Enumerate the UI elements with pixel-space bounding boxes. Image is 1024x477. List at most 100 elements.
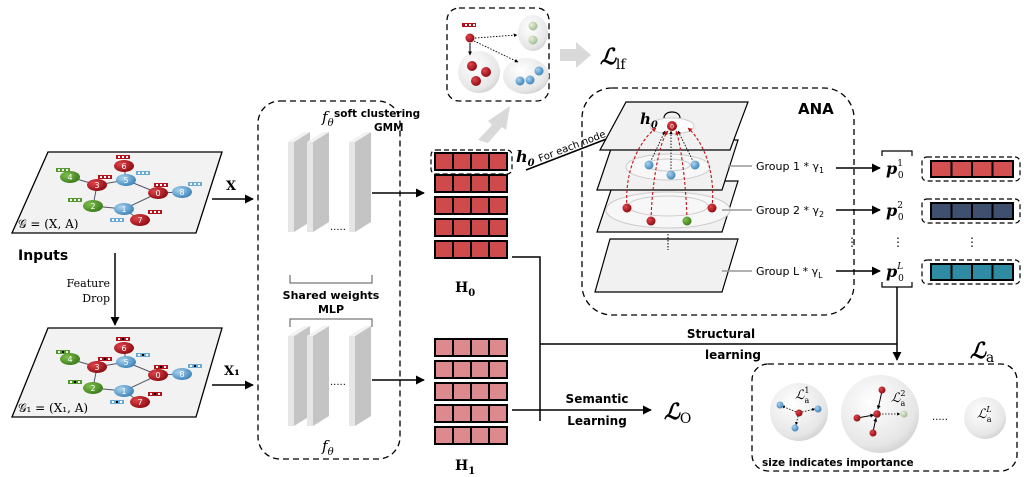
matrix-cell bbox=[436, 176, 452, 191]
matrix-row bbox=[434, 218, 508, 237]
matrix-row bbox=[434, 174, 508, 193]
node-feature-tag bbox=[148, 210, 162, 214]
node-feature-tag bbox=[56, 350, 70, 354]
matrix-cell bbox=[490, 362, 506, 377]
p-vector-cell bbox=[993, 162, 1012, 176]
p-vector-cell bbox=[932, 265, 951, 279]
pvec-vertical-ellipsis: ⋮ bbox=[966, 235, 978, 249]
mlp-layers-top bbox=[288, 132, 371, 232]
group-2-label: Group 2 * γ2 bbox=[756, 204, 824, 219]
importance-ellipsis: ..... bbox=[932, 412, 948, 423]
matrix-cell bbox=[490, 384, 506, 399]
encoder-top-label: fθ bbox=[321, 108, 334, 129]
mlp-layer-slab bbox=[307, 326, 329, 426]
graph-node-id: 4 bbox=[67, 355, 72, 364]
semantic-label-2: Learning bbox=[567, 414, 627, 428]
node-feature-tag bbox=[68, 380, 82, 384]
matrix-row bbox=[434, 360, 508, 379]
matrix-row bbox=[434, 382, 508, 401]
graph-node-id: 7 bbox=[137, 216, 142, 225]
p-vector-2 bbox=[921, 198, 1021, 224]
graph-node: 4 bbox=[60, 171, 80, 183]
p-vector-cell bbox=[932, 162, 951, 176]
matrix-row bbox=[434, 426, 508, 445]
h0-row-label: h0 bbox=[516, 147, 535, 169]
for-each-node-label: For each node bbox=[537, 129, 607, 165]
h0-row-highlight bbox=[430, 149, 513, 175]
node-feature-tag bbox=[110, 218, 124, 222]
p-vectors bbox=[921, 156, 1021, 285]
mlp-layer-slab bbox=[349, 132, 371, 232]
graph-node: 3 bbox=[87, 361, 107, 373]
p-vector-cell bbox=[973, 204, 992, 218]
node-feature-tag bbox=[148, 392, 162, 396]
cluster-blue bbox=[503, 58, 549, 94]
graph-node-id: 7 bbox=[137, 398, 142, 407]
matrix-row bbox=[434, 152, 508, 171]
encoder-ellipsis-top: ..... bbox=[330, 222, 346, 233]
matrix-cell bbox=[454, 428, 470, 443]
matrix-cell bbox=[472, 220, 488, 235]
node-feature-tag bbox=[154, 183, 168, 187]
matrix-cell bbox=[454, 384, 470, 399]
p-vector-cell bbox=[973, 162, 992, 176]
p-vector-cell bbox=[952, 162, 971, 176]
graph-node-id: 1 bbox=[121, 205, 126, 214]
p-vector-cell bbox=[993, 265, 1012, 279]
clustering-illustration bbox=[458, 15, 549, 94]
matrix-cell bbox=[436, 384, 452, 399]
node-feature-tag bbox=[188, 182, 202, 186]
matrix-cell bbox=[472, 406, 488, 421]
graph-node: 8 bbox=[172, 368, 192, 380]
matrix-cell bbox=[472, 198, 488, 213]
mlp-layer-slab bbox=[307, 132, 329, 232]
inputs-title: Inputs bbox=[18, 248, 68, 264]
group-plane-L bbox=[594, 238, 739, 293]
graph-node: 0 bbox=[148, 369, 168, 381]
group-1-label: Group 1 * γ1 bbox=[756, 160, 824, 175]
matrix-cell bbox=[490, 220, 506, 235]
matrix-cell bbox=[454, 406, 470, 421]
ana-title: ANA bbox=[798, 100, 834, 118]
graph-node-id: 3 bbox=[94, 181, 99, 190]
graph-node: 2 bbox=[83, 382, 103, 394]
p-vector-1 bbox=[921, 156, 1021, 182]
matrix-cell bbox=[490, 340, 506, 355]
matrix-cell bbox=[490, 242, 506, 257]
matrix-cell bbox=[490, 176, 506, 191]
p-vector-3 bbox=[921, 259, 1021, 285]
shared-bracket-bottom bbox=[289, 318, 373, 327]
h0-matrix bbox=[434, 152, 508, 259]
matrix-cell bbox=[436, 198, 452, 213]
graph-node: 0 bbox=[148, 187, 168, 199]
matrix-cell bbox=[490, 428, 506, 443]
node-feature-tag bbox=[116, 155, 130, 159]
matrix-cell bbox=[436, 340, 452, 355]
x-arrow-label: X bbox=[226, 179, 237, 194]
matrix-cell bbox=[436, 428, 452, 443]
matrix-cell bbox=[454, 362, 470, 377]
graph-node-id: 6 bbox=[121, 344, 126, 353]
feature-drop-label-1: Feature bbox=[67, 277, 110, 290]
graph-node-id: 6 bbox=[121, 162, 126, 171]
graph-node: 6 bbox=[114, 160, 134, 172]
shared-weights-label: Shared weights bbox=[283, 289, 380, 302]
mlp-layer-slab bbox=[288, 132, 310, 232]
matrix-cell bbox=[436, 362, 452, 377]
graph-node-id: 8 bbox=[179, 188, 184, 197]
group-vertical-ellipsis: ⋮ bbox=[846, 235, 858, 249]
matrix-cell bbox=[436, 406, 452, 421]
node-feature-tag bbox=[188, 364, 202, 368]
center-node bbox=[667, 121, 677, 131]
graph-node: 1 bbox=[114, 203, 134, 215]
node-feature-tag bbox=[154, 365, 168, 369]
encoder-ellipsis-bottom: ..... bbox=[330, 377, 346, 388]
